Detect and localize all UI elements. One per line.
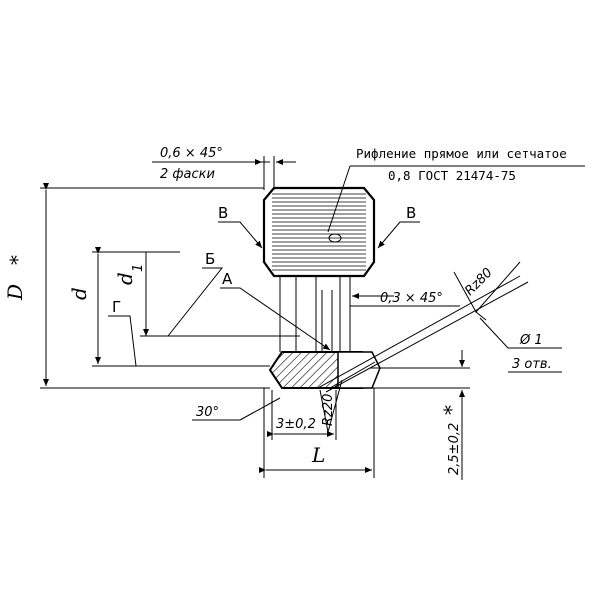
angle-note: 30°	[192, 397, 281, 421]
label-G: Г	[112, 298, 121, 316]
hex-section	[268, 351, 381, 389]
dimension-d1: d 1	[113, 252, 300, 337]
knurled-body	[262, 186, 376, 278]
hole-note: Ø 1 3 отв.	[479, 317, 562, 373]
dimension-L-value: L	[311, 443, 325, 467]
leader-V-left: В	[218, 204, 263, 249]
label-V-left: В	[218, 204, 228, 222]
label-d: d	[67, 287, 91, 300]
dimension-3-value: 3±0,2	[276, 417, 316, 432]
chamfer-top-value: 0,6 × 45°	[160, 146, 223, 161]
dimension-d: d	[67, 247, 270, 367]
knurl-note: Рифление прямое или сетчатое 0,8 ГОСТ 21…	[327, 146, 585, 233]
slant-hole	[317, 275, 529, 393]
chamfer-top-count: 2 фаски	[160, 167, 215, 182]
knurl-note-line2: 0,8 ГОСТ 21474-75	[388, 168, 516, 183]
dimension-25: 2,5±0,2 *	[370, 350, 470, 480]
knurl-texture	[272, 193, 366, 271]
leader-V-right: В	[377, 204, 420, 249]
shank	[279, 276, 351, 352]
label-d1-sub: 1	[131, 264, 146, 272]
knurl-hole-mark	[328, 233, 342, 243]
dimension-L: L	[259, 388, 375, 478]
roughness-bottom-value: Rz20	[321, 394, 336, 426]
dimension-3: 3±0,2	[267, 390, 337, 440]
chamfer-top-note: 0,6 × 45° 2 фаски	[152, 146, 296, 190]
angle-value: 30°	[196, 405, 219, 420]
dimension-D: D *	[3, 183, 270, 389]
label-d1: d	[113, 272, 137, 285]
label-A: А	[222, 270, 233, 288]
dimension-25-star: *	[439, 405, 463, 415]
label-B: Б	[205, 250, 215, 268]
roughness-top-value: Rz80	[462, 265, 496, 299]
inner-chamfer-value: 0,3 × 45°	[380, 291, 443, 306]
inner-chamfer-note: 0,3 × 45°	[350, 291, 460, 307]
label-D-star: *	[5, 255, 29, 265]
leader-B: Б	[167, 250, 224, 337]
label-V-right: В	[406, 204, 416, 222]
hole-diameter: Ø 1	[519, 333, 543, 348]
hole-count: 3 отв.	[512, 357, 552, 372]
leader-G: Г	[108, 298, 137, 367]
leader-A: А	[220, 270, 331, 351]
dimension-25-value: 2,5±0,2	[447, 423, 462, 475]
knurl-note-line1: Рифление прямое или сетчатое	[356, 146, 567, 161]
label-D: D	[3, 284, 27, 301]
roughness-top: Rz80	[453, 261, 521, 321]
